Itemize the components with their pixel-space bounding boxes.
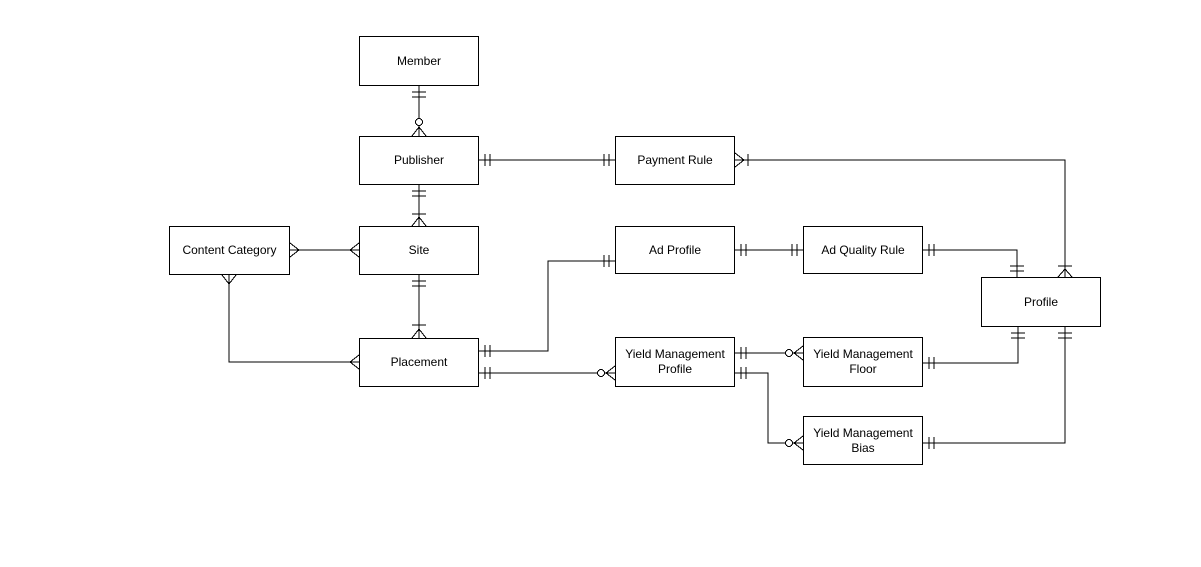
one-ticks-icon	[740, 367, 747, 379]
entity-content-category: Content Category	[169, 226, 290, 275]
crow-foot-icon	[221, 274, 237, 285]
connector-payment-rule-profile	[734, 152, 1073, 278]
one-ticks-icon	[603, 255, 610, 267]
connector-ym-bias-profile	[923, 327, 1072, 449]
connector-site-placement	[411, 275, 427, 339]
crow-foot-icon	[605, 365, 616, 381]
crow-foot-icon	[793, 345, 804, 361]
connector-content-category-placement	[221, 274, 360, 370]
entity-ad-quality-rule: Ad Quality Rule	[803, 226, 923, 274]
one-ticks-icon	[1058, 332, 1072, 339]
connector-line	[923, 249, 1018, 277]
entity-yield-management-floor: Yield Management Floor	[803, 337, 923, 387]
crow-foot-icon	[411, 126, 427, 137]
one-ticks-icon	[1010, 265, 1024, 272]
connector-line	[735, 372, 803, 444]
crow-foot-icon	[411, 216, 427, 227]
crow-foot-icon	[349, 354, 360, 370]
entity-site: Site	[359, 226, 479, 275]
connector-content-category-site	[289, 242, 360, 258]
one-ticks-icon	[740, 347, 747, 359]
connector-placement-yield-management-profile	[479, 365, 616, 381]
one-ticks-icon	[412, 190, 426, 197]
connector-publisher-payment-rule	[479, 154, 615, 166]
entity-label: Site	[408, 243, 430, 257]
one-ticks-icon	[791, 244, 798, 256]
one-ticks-icon	[484, 345, 491, 357]
connector-ym-profile-ym-floor	[735, 345, 804, 361]
connector-line	[923, 327, 1019, 364]
one-ticks-icon	[928, 437, 935, 449]
entity-label: Ad Quality Rule	[821, 242, 905, 257]
one-ticks-icon	[740, 244, 747, 256]
entity-label: Yield Management Floor	[813, 347, 913, 376]
connector-line	[228, 275, 359, 363]
entity-yield-management-profile: Yield Management Profile	[615, 337, 735, 387]
connector-member-publisher	[411, 85, 427, 137]
entity-payment-rule: Payment Rule	[615, 136, 735, 185]
zero-circle-icon	[597, 369, 605, 377]
one-ticks-icon	[412, 280, 426, 287]
one-ticks-icon	[928, 244, 935, 256]
entity-yield-management-bias: Yield Management Bias	[803, 416, 923, 465]
one-ticks-icon	[928, 357, 935, 369]
entity-ad-profile: Ad Profile	[615, 226, 735, 274]
connector-ad-profile-ad-quality-rule	[735, 244, 803, 256]
entity-label: Content Category	[182, 243, 277, 257]
entity-profile: Profile	[981, 277, 1101, 327]
one-ticks-icon	[484, 154, 491, 166]
connector-ym-profile-ym-bias	[735, 367, 804, 451]
crow-foot-icon	[793, 435, 804, 451]
crow-foot-icon	[1057, 268, 1073, 278]
one-ticks-icon	[603, 154, 610, 166]
zero-circle-icon	[415, 118, 423, 126]
connector-line	[735, 159, 1066, 277]
entity-placement: Placement	[359, 338, 479, 387]
connector-ym-floor-profile	[923, 327, 1025, 369]
one-ticks-icon	[484, 367, 491, 379]
zero-circle-icon	[785, 439, 793, 447]
connector-line	[923, 327, 1066, 444]
one-ticks-icon	[412, 91, 426, 98]
entity-publisher: Publisher	[359, 136, 479, 185]
entity-label: Member	[396, 53, 441, 68]
crow-foot-icon	[349, 242, 360, 258]
zero-circle-icon	[785, 349, 793, 357]
entity-label: Publisher	[393, 153, 445, 167]
crow-foot-icon	[734, 152, 745, 168]
entity-label: Yield Management Profile	[625, 347, 725, 376]
connector-ad-quality-rule-profile	[923, 244, 1024, 277]
entity-member: Member	[359, 36, 479, 86]
entity-label: Placement	[390, 355, 448, 369]
entity-label: Yield Management Bias	[813, 425, 913, 455]
crow-foot-icon	[289, 242, 300, 258]
one-ticks-icon	[1011, 332, 1025, 339]
entity-label: Payment Rule	[637, 153, 713, 167]
connector-line	[479, 260, 615, 352]
crow-foot-icon	[411, 328, 427, 339]
connector-publisher-site	[411, 185, 427, 227]
connector-placement-ad-profile	[479, 255, 615, 357]
entity-label: Ad Profile	[648, 242, 702, 257]
entity-label: Profile	[1023, 294, 1058, 309]
